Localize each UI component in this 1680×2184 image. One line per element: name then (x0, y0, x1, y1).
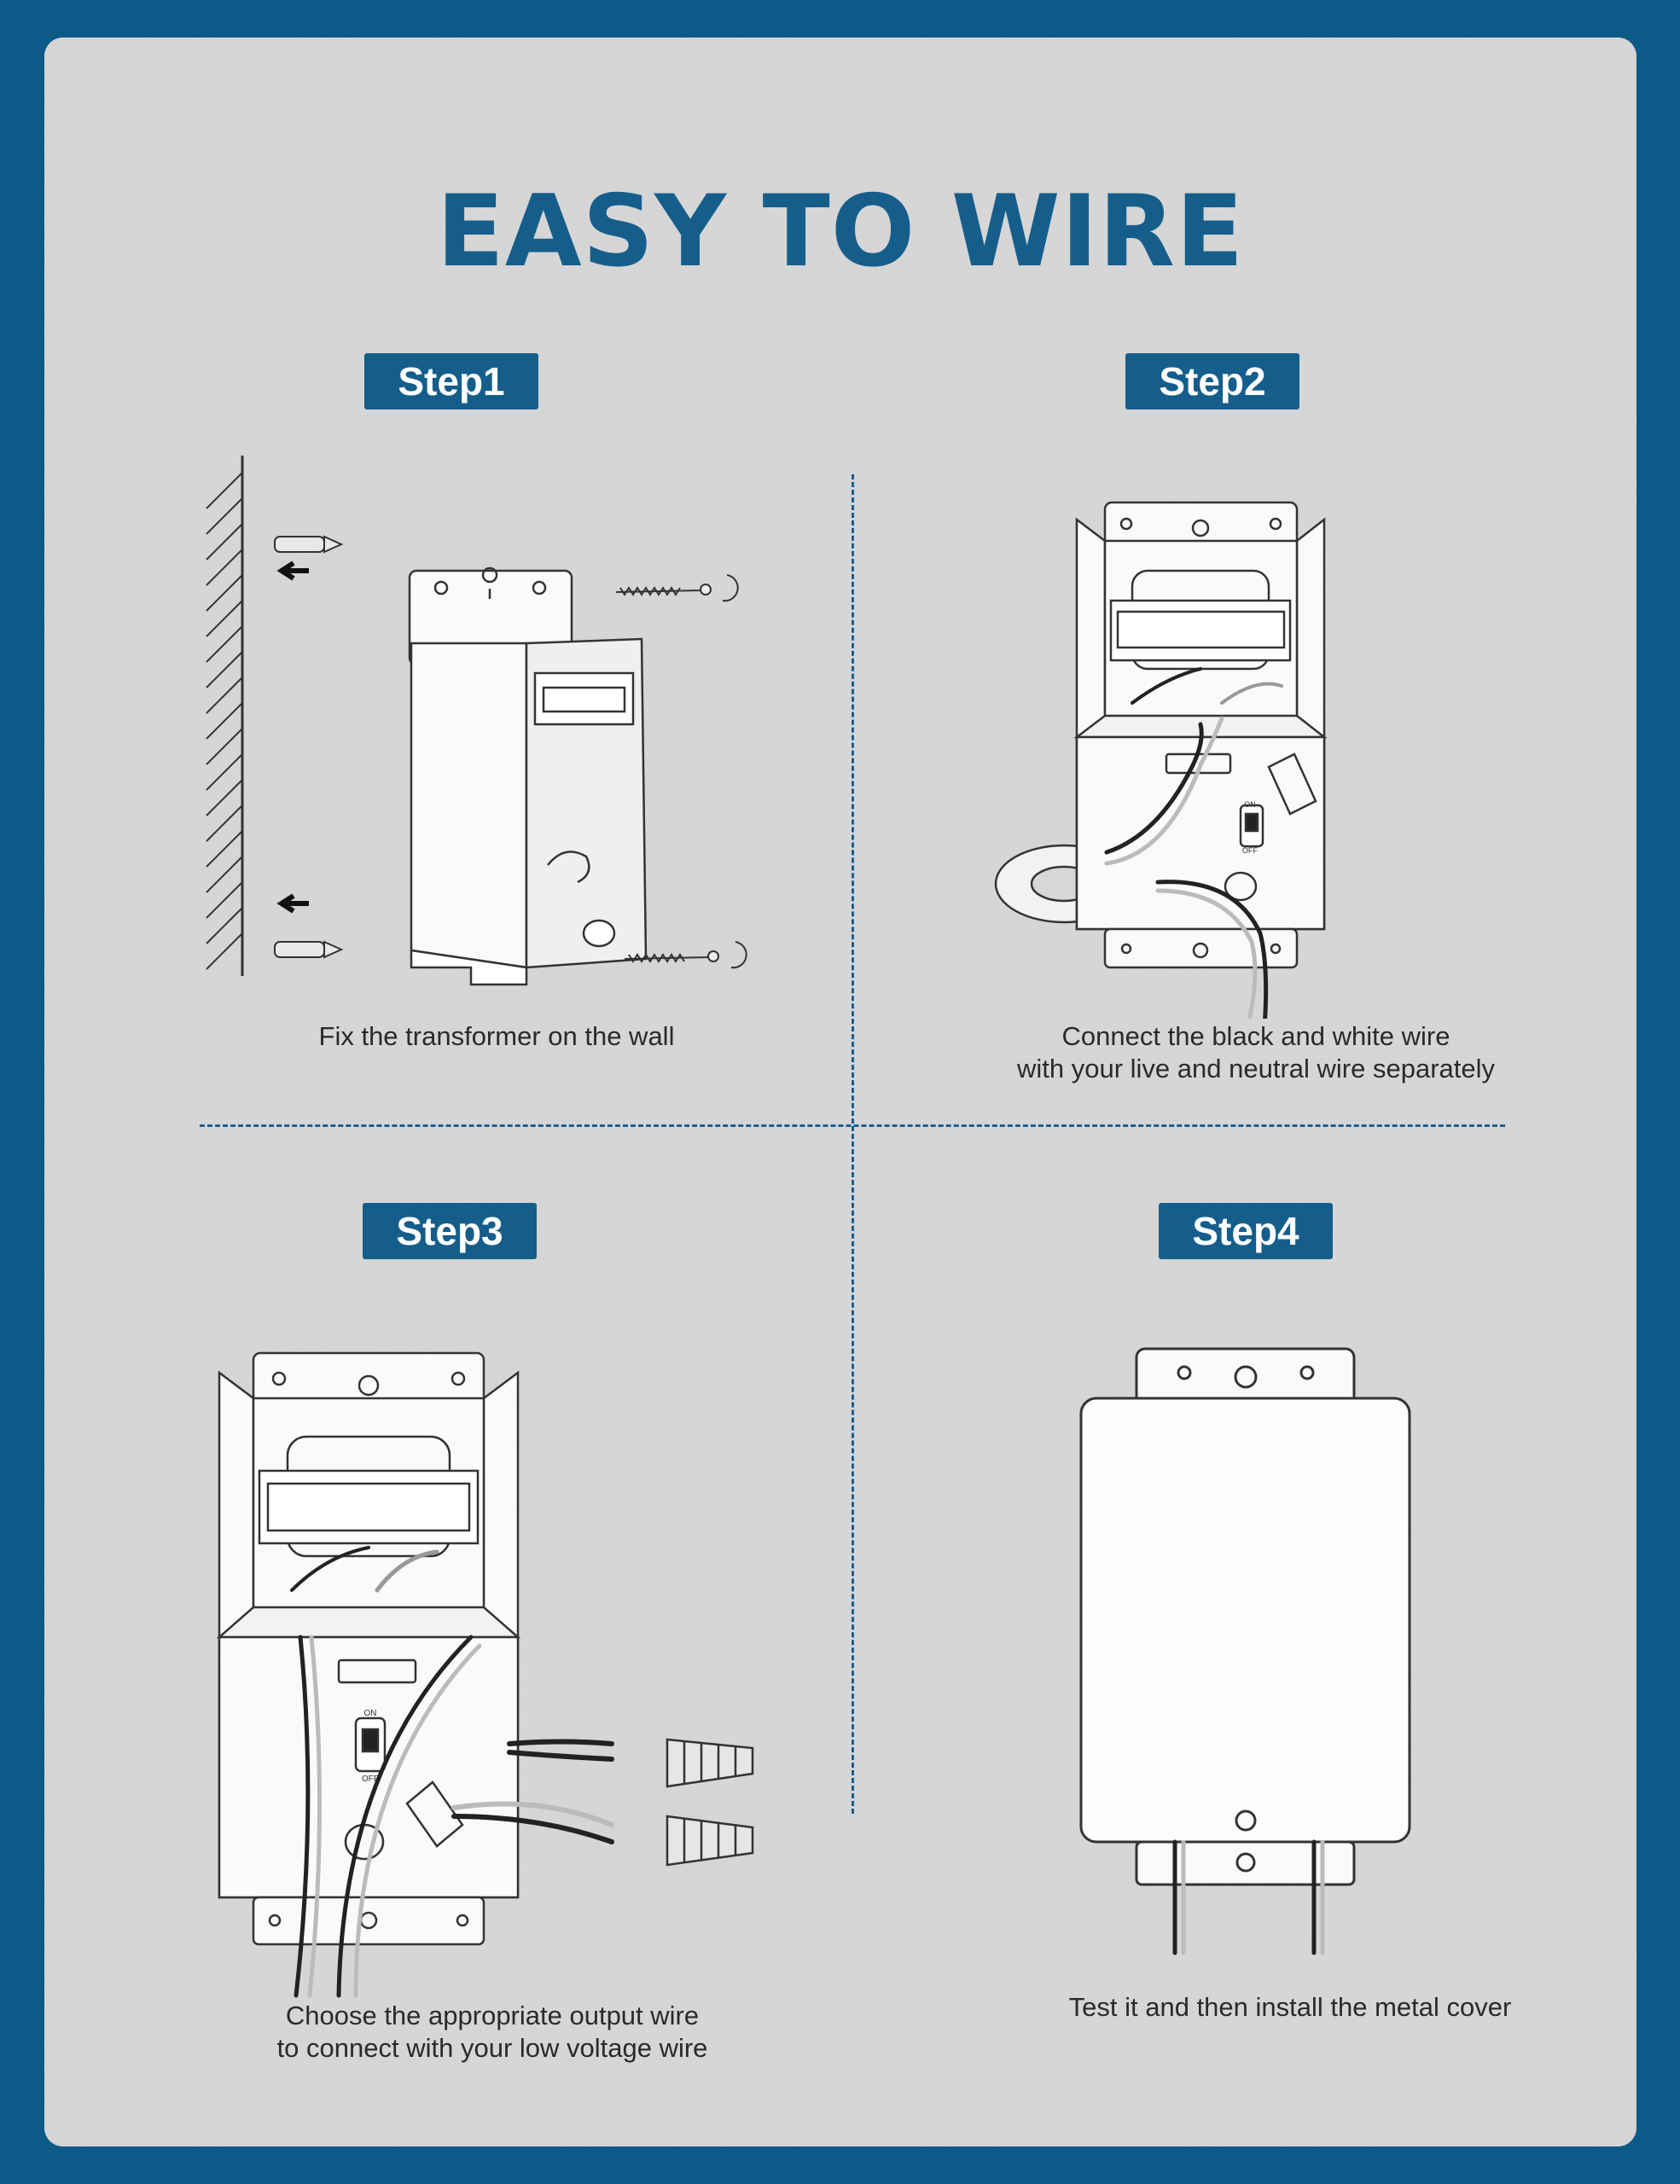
wire-nut-bottom (666, 1815, 754, 1867)
screw-bottom (624, 941, 747, 969)
transformer-closed (1079, 1347, 1411, 1886)
step4-badge: Step4 (1159, 1203, 1333, 1259)
switch-on-label: ON (1244, 800, 1256, 809)
switch-off-label: OFF (362, 1774, 379, 1784)
step2-illustration: ON OFF (994, 501, 1328, 1019)
step3-badge: Step3 (363, 1203, 537, 1259)
output-wires (1172, 1839, 1325, 1955)
step4-caption: Test it and then install the metal cover (1068, 1992, 1512, 2022)
horizontal-divider (200, 1124, 1505, 1127)
page-title: EASY TO WIRE (436, 174, 1245, 289)
hatch-lines (206, 472, 243, 970)
wall-anchor-top (274, 535, 344, 554)
step3-caption: Choose the appropriate output wire to co… (276, 2001, 708, 2063)
step1-caption: Fix the transformer on the wall (318, 1021, 675, 1051)
step2-badge: Step2 (1125, 353, 1299, 410)
content-panel: EASY TO WIRE Step1 Step2 Step3 Step4 (44, 38, 1636, 2146)
wires (1104, 667, 1283, 1019)
step3-illustration: ON OFF (216, 1351, 754, 1998)
screw-top (615, 574, 739, 602)
step2-caption: Connect the black and white wire with yo… (1017, 1021, 1495, 1083)
wires (290, 1546, 614, 1998)
vertical-divider (852, 474, 854, 1814)
arrow-left-icon (276, 561, 309, 581)
wire-nut-top (666, 1738, 754, 1788)
step1-illustration (206, 456, 747, 986)
step1-badge: Step1 (364, 353, 538, 410)
transformer-box-open (216, 1351, 521, 1946)
wall-anchor-bottom (274, 940, 344, 959)
step4-illustration (1079, 1347, 1411, 1955)
switch-off-label: OFF (1242, 846, 1258, 855)
transformer-side-view (408, 566, 648, 986)
switch-on-label: ON (364, 1709, 377, 1718)
arrow-left-icon (276, 893, 309, 914)
